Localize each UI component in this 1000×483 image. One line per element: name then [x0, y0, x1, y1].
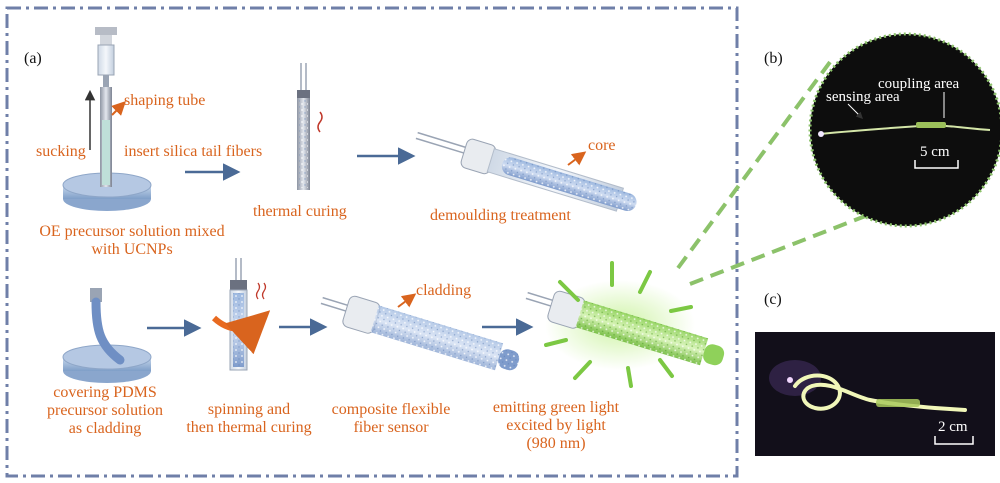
- label-scale-5cm: 5 cm: [920, 144, 950, 160]
- label-shaping-tube: shaping tube: [124, 92, 206, 109]
- zoom-line-bottom: [689, 213, 869, 286]
- scale-bar-5cm: [914, 160, 959, 169]
- label-emitting-line2: excited by light: [506, 417, 606, 434]
- bent-fiber: [90, 288, 125, 365]
- syringe: [95, 27, 117, 87]
- heat-wave-icon: [317, 111, 323, 133]
- label-sucking: sucking: [36, 143, 86, 160]
- panel-label-a: (a): [24, 50, 42, 67]
- panel-a-frame: [5, 6, 739, 478]
- label-cladding: cladding: [416, 282, 472, 299]
- label-covering-line2: precursor solution: [47, 402, 163, 419]
- core-pointer: [567, 151, 587, 166]
- label-oe-line1: OE precursor solution mixed: [39, 223, 225, 240]
- panel-label-c: (c): [764, 291, 782, 308]
- zoom-line-top: [676, 60, 832, 270]
- demoulded-core: [415, 131, 637, 212]
- label-coupling-area: coupling area: [878, 76, 960, 92]
- label-sensing-area: sensing area: [826, 89, 900, 105]
- photo-c: [755, 332, 995, 456]
- label-core: core: [588, 137, 616, 154]
- heat-wave-icon: [255, 282, 267, 300]
- photo-b: [808, 32, 1000, 228]
- label-emitting-line3: (980 nm): [526, 435, 586, 452]
- label-covering-line1: covering PDMS: [53, 384, 157, 401]
- label-insert-fibers: insert silica tail fibers: [124, 143, 263, 160]
- cladding-pointer: [397, 293, 417, 308]
- shaping-tube: [100, 87, 112, 187]
- label-spinning-line2: then thermal curing: [186, 419, 312, 436]
- label-thermal-curing: thermal curing: [253, 203, 347, 220]
- label-composite-line1: composite flexible: [331, 401, 451, 418]
- glowing-sensor: [525, 261, 725, 388]
- label-covering-line3: as cladding: [68, 420, 142, 437]
- panel-label-b: (b): [764, 50, 783, 67]
- label-emitting-line1: emitting green light: [492, 399, 620, 416]
- label-spinning-line1: spinning and: [207, 401, 291, 418]
- label-demoulding: demoulding treatment: [430, 207, 571, 224]
- composite-sensor: [320, 295, 520, 371]
- shaping-tube-pointer: [111, 101, 126, 116]
- spinning-tube: [211, 258, 271, 371]
- scale-bar-2cm: [934, 436, 974, 445]
- thermal-curing-tube: [297, 63, 310, 190]
- label-composite-line2: fiber sensor: [353, 419, 429, 436]
- label-oe-line2: with UCNPs: [91, 241, 173, 258]
- label-scale-2cm: 2 cm: [938, 419, 968, 435]
